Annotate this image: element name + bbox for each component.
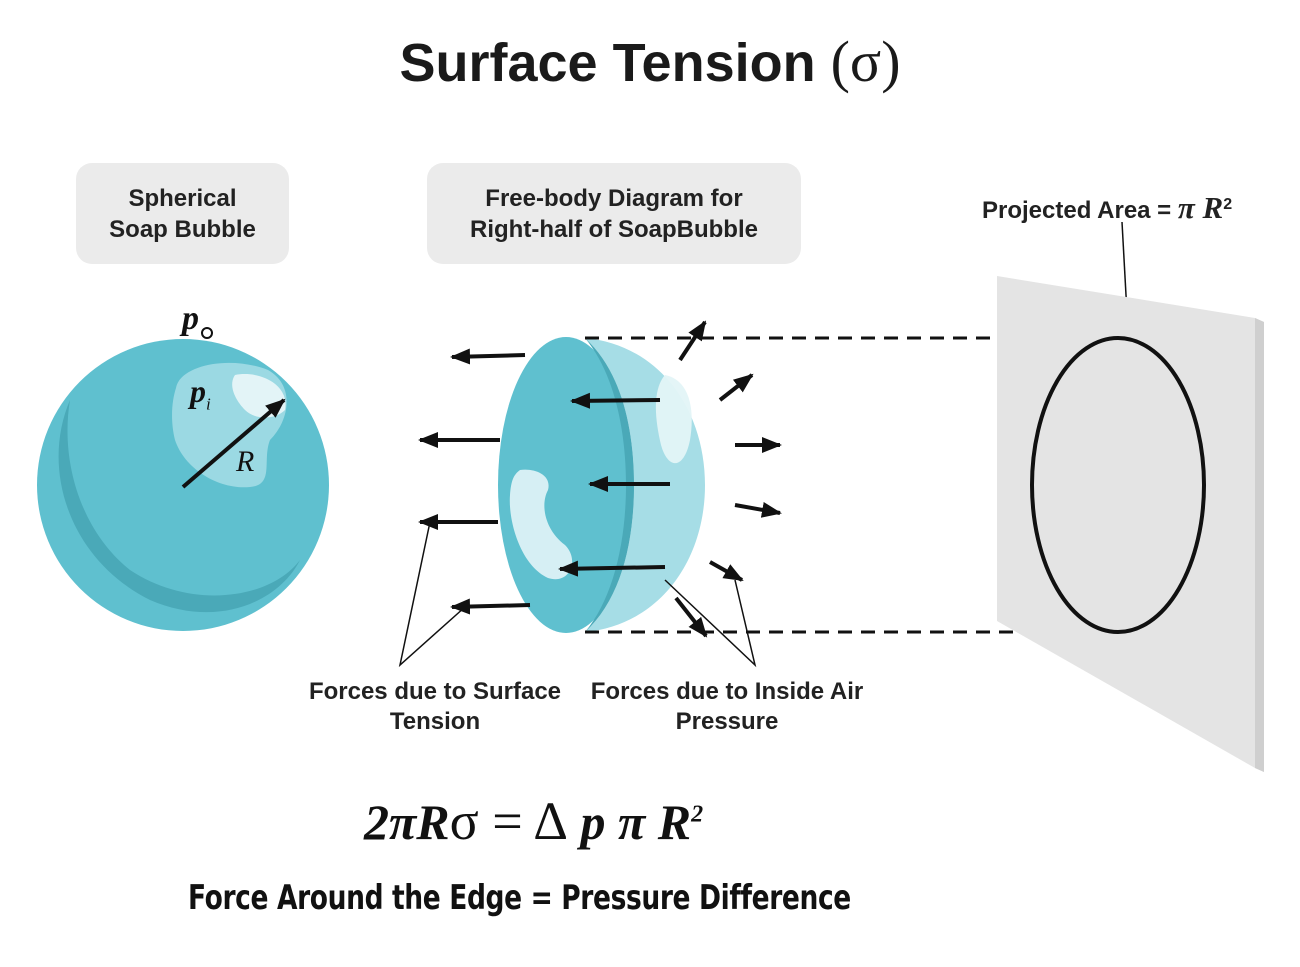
inside-pressure-arrows [558,320,782,638]
spherical-bubble-label: Spherical Soap Bubble [109,184,256,243]
projected-area-label: Projected Area = π R2 [982,190,1232,226]
surface-tension-arrows [418,348,531,615]
equation: 2πRσ = Δ p π R2 [364,790,703,852]
projected-area-ellipse [1030,336,1206,634]
free-body-label: Free-body Diagram for Right-half of Soap… [470,184,758,243]
radius-symbol: R [236,445,255,478]
equation-caption: Force Around the Edge = Pressure Differe… [188,878,851,918]
air-pressure-forces-label: Forces due to Inside Air Pressure [590,678,864,735]
equation-lhs: 2πR [364,794,450,850]
outside-pressure-symbol: p [182,300,199,337]
spherical-bubble-label-box: Spherical Soap Bubble [76,163,289,264]
projected-area-text: Projected Area = [982,197,1178,224]
equation-delta: Δ [533,791,568,851]
page-title: Surface Tension (σ) [0,28,1300,95]
inside-pressure-symbol: pi [190,373,211,414]
equation-sigma: σ [449,791,479,851]
title-symbol: (σ) [830,29,901,94]
free-body-label-box: Free-body Diagram for Right-half of Soap… [427,163,801,264]
spherical-bubble [37,327,329,631]
projected-area-formula: π R [1177,190,1224,225]
outside-pressure-marker [201,327,213,339]
equation-equals: = [478,791,534,851]
equation-exponent: 2 [691,801,704,828]
surface-tension-forces-label: Forces due to Surface Tension [308,678,562,735]
projection-plate [997,276,1264,772]
title-text: Surface Tension [399,33,816,93]
projected-area-exponent: 2 [1223,196,1233,213]
radius-arrow [181,398,286,489]
equation-rhs: p π R [567,794,692,850]
